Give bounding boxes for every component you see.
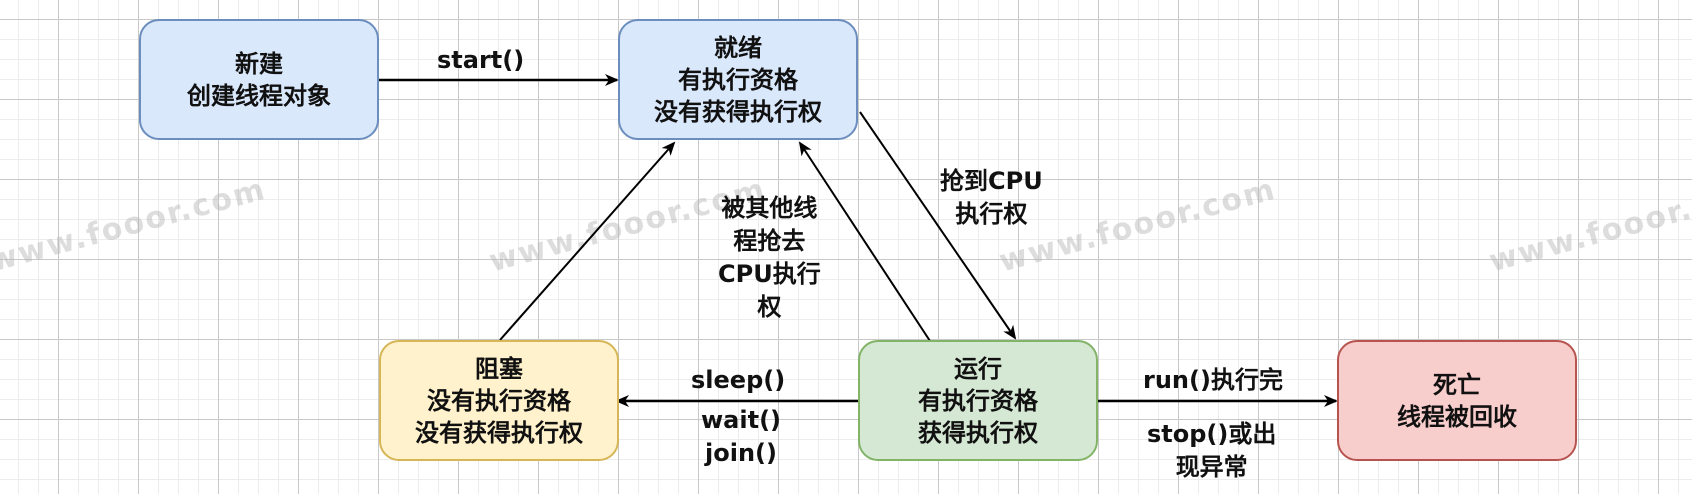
edge-preempted [798,141,931,342]
label-line: CPU执行 [718,260,821,288]
state-desc: 有执行资格 [678,65,798,94]
label-line: 现异常 [1175,453,1248,481]
state-new[interactable]: 新建 创建线程对象 [139,19,379,140]
edge-label-grab-cpu: 抢到CPU 执行权 [940,165,1043,231]
state-desc: 没有获得执行权 [415,418,583,447]
state-title: 运行 [954,354,1002,383]
state-desc: 没有获得执行权 [654,97,822,126]
edge-blocked-to-ready [499,141,676,341]
state-title: 新建 [235,49,283,78]
state-desc: 创建线程对象 [187,81,331,110]
state-desc: 获得执行权 [918,418,1038,447]
state-title: 就绪 [714,33,762,62]
edge-label-wait-join: wait() join() [701,404,781,470]
state-blocked[interactable]: 阻塞 没有执行资格 没有获得执行权 [379,340,619,461]
label-line: 权 [757,293,782,321]
state-title: 阻塞 [475,354,523,383]
state-desc: 有执行资格 [918,386,1038,415]
edge-label-run-finish: run()执行完 [1143,366,1283,394]
label-line: 程抢去 [733,227,806,255]
label-line: stop()或出 [1147,420,1277,448]
state-desc: 线程被回收 [1397,402,1517,431]
label-line: 被其他线 [721,194,818,222]
edge-label-stop-exception: stop()或出 现异常 [1147,418,1276,484]
edge-label-sleep: sleep() [691,366,786,394]
state-desc: 没有执行资格 [427,386,571,415]
state-dead[interactable]: 死亡 线程被回收 [1337,340,1577,461]
edge-grab-cpu [859,111,1017,340]
label-line: join() [705,439,777,467]
state-ready[interactable]: 就绪 有执行资格 没有获得执行权 [618,19,858,140]
label-line: 执行权 [955,200,1028,228]
state-title: 死亡 [1433,370,1481,399]
label-line: wait() [701,406,782,434]
edge-label-start: start() [437,46,525,74]
state-running[interactable]: 运行 有执行资格 获得执行权 [858,340,1098,461]
label-line: 抢到CPU [940,167,1043,195]
edge-label-preempted: 被其他线 程抢去 CPU执行 权 [718,192,821,324]
